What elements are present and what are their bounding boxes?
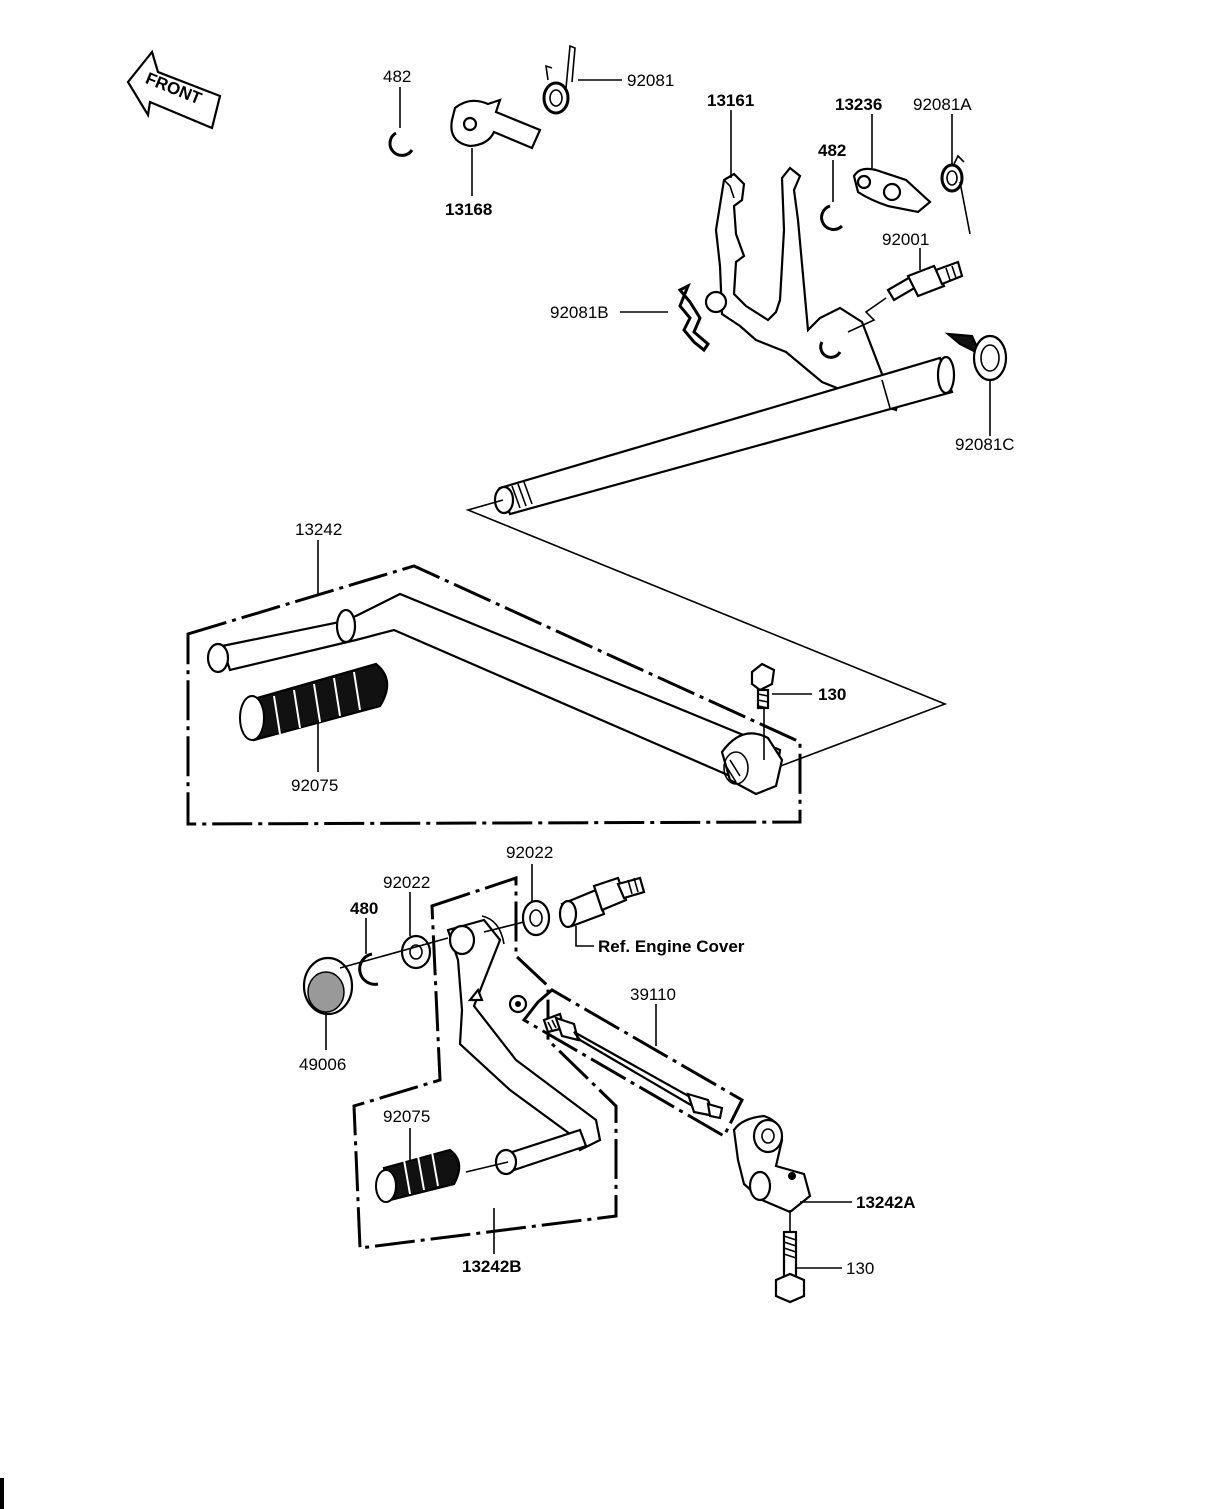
circlip-482-top-icon bbox=[388, 131, 414, 157]
shift-pedal-13242B-icon bbox=[446, 915, 602, 1176]
label-92081C: 92081C bbox=[955, 435, 1015, 454]
pedal-13242B-group-box bbox=[352, 875, 618, 1250]
label-13168: 13168 bbox=[445, 200, 492, 219]
label-13161: 13161 bbox=[707, 91, 754, 110]
label-130-top: 130 bbox=[818, 685, 846, 704]
plate-13168-icon bbox=[450, 98, 542, 150]
label-482-right: 482 bbox=[818, 141, 846, 160]
label-130-bottom: 130 bbox=[846, 1259, 874, 1278]
label-39110: 39110 bbox=[630, 985, 676, 1004]
shift-pedal-13242-icon bbox=[206, 592, 784, 796]
spring-92081A-icon bbox=[940, 154, 971, 235]
clamp-lever-13242A-icon bbox=[732, 1114, 812, 1214]
spring-92081B-icon bbox=[677, 282, 710, 353]
label-92022-right: 92022 bbox=[506, 843, 553, 862]
shift-arm-13161-icon bbox=[704, 166, 902, 412]
circlip-482-right-icon bbox=[820, 204, 844, 231]
label-92075-bottom: 92075 bbox=[383, 1107, 430, 1126]
label-92081: 92081 bbox=[627, 71, 674, 90]
label-13242: 13242 bbox=[295, 520, 342, 539]
bolt-130-bottom-icon bbox=[774, 1230, 806, 1304]
label-ref-engine-cover: Ref. Engine Cover bbox=[598, 937, 745, 956]
front-arrow-icon: FRONT bbox=[126, 49, 222, 130]
pin-bolt-92001-icon bbox=[886, 260, 964, 302]
label-480: 480 bbox=[350, 899, 378, 918]
label-92075-top: 92075 bbox=[291, 776, 338, 795]
washer-92022-right-icon bbox=[521, 899, 551, 937]
spring-92081-icon bbox=[542, 44, 576, 115]
tie-rod-39110-icon bbox=[508, 994, 724, 1120]
bolt-130-top-icon bbox=[750, 662, 776, 710]
cap-49006-icon bbox=[302, 956, 354, 1016]
pedal-13242-group-box bbox=[186, 564, 802, 826]
label-92022-left: 92022 bbox=[383, 873, 430, 892]
pivot-bolt-icon bbox=[558, 876, 646, 929]
shift-shaft-icon bbox=[493, 355, 956, 516]
tie-rod-39110-group-box bbox=[521, 988, 744, 1139]
label-13242A: 13242A bbox=[856, 1193, 916, 1212]
label-482-top: 482 bbox=[383, 67, 411, 86]
washer-92022-left-icon bbox=[400, 934, 432, 970]
circlip-480-icon bbox=[358, 952, 379, 986]
page-edge-mark bbox=[0, 1478, 4, 1509]
label-49006: 49006 bbox=[299, 1055, 346, 1074]
label-92001: 92001 bbox=[882, 230, 929, 249]
spring-92081C-icon bbox=[944, 332, 1008, 382]
rubber-grip-92075-bottom-icon bbox=[375, 1148, 461, 1203]
rubber-grip-92075-top-icon bbox=[239, 662, 389, 742]
label-13236: 13236 bbox=[835, 95, 882, 114]
label-92081A: 92081A bbox=[913, 95, 972, 114]
label-92081B: 92081B bbox=[550, 303, 609, 322]
plate-13236-icon bbox=[852, 167, 932, 214]
label-13242B: 13242B bbox=[462, 1257, 522, 1276]
